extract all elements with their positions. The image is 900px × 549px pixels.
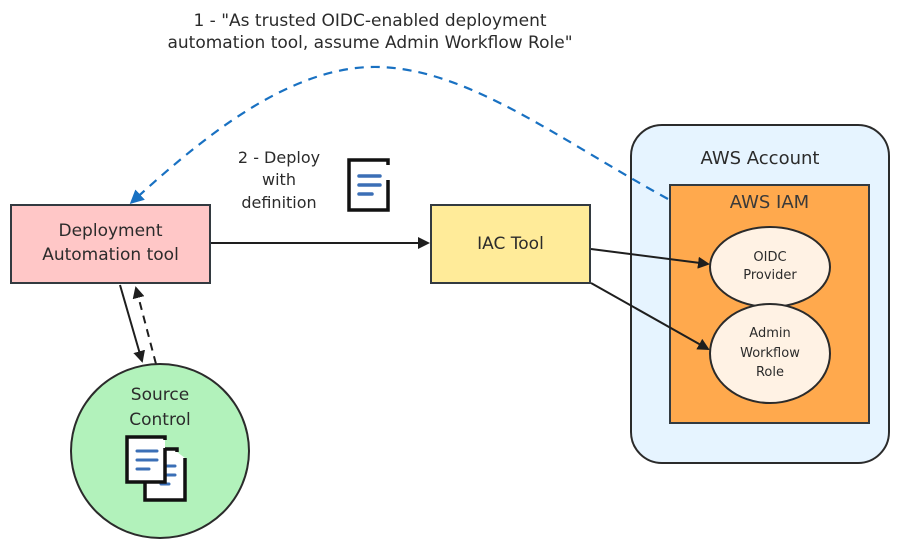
deployment-tool-line1: Deployment [58, 221, 163, 242]
source-control-line2: Control [129, 409, 191, 430]
step1-label-line1: 1 - "As trusted OIDC-enabled deployment [193, 11, 547, 31]
pull-arrow [119, 284, 145, 363]
source-control-line1: Source [130, 385, 190, 405]
step1-label-line2: automation tool, assume Admin Workflow R… [167, 33, 573, 54]
assume-role-arrow [129, 65, 669, 205]
oidc-provider-line1: OIDC [753, 250, 787, 266]
step2-label-line1: 2 - Deploy [237, 148, 321, 167]
iac-tool-node[interactable]: IAC Tool [430, 204, 591, 284]
admin-workflow-role-node[interactable]: Admin Workflow Role [709, 303, 831, 404]
step1-label: 1 - "As trusted OIDC-enabled deployment … [140, 10, 600, 54]
step2-label-line3: definition [241, 192, 317, 212]
source-control-node[interactable]: Source Control [70, 363, 250, 539]
deployment-automation-tool-node[interactable]: Deployment Automation tool [10, 204, 211, 284]
oidc-provider-line2: Provider [743, 268, 797, 283]
deployment-tool-line2: Automation tool [42, 245, 179, 265]
aws-iam-label: AWS IAM [729, 192, 810, 213]
admin-role-line3: Role [755, 365, 784, 381]
iac-to-role-arrow [590, 282, 710, 350]
aws-account-label: AWS Account [700, 148, 820, 169]
iac-to-oidc-arrow [590, 248, 710, 269]
iac-tool-label: IAC Tool [477, 234, 544, 254]
step2-label-line2: with [262, 170, 296, 190]
documents-icon [125, 435, 187, 503]
step2-label: 2 - Deploy with definition [230, 147, 328, 214]
oidc-provider-node[interactable]: OIDC Provider [709, 226, 831, 308]
admin-role-line1: Admin [749, 326, 791, 342]
source-control-label: Source Control [129, 383, 190, 432]
admin-role-line2: Workflow [740, 345, 800, 361]
